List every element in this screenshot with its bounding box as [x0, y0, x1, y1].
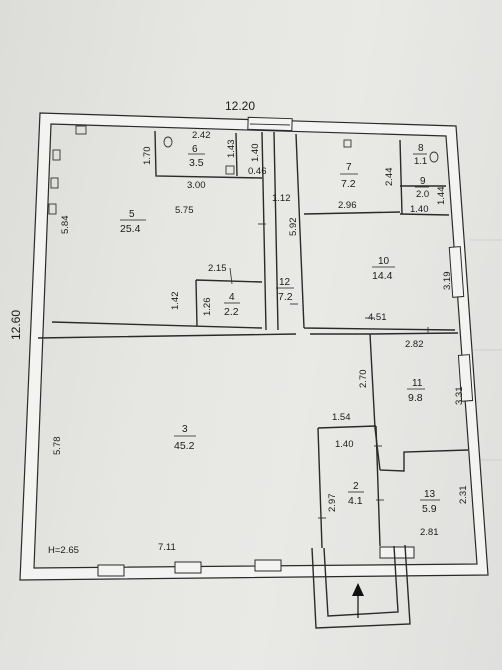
dim-1.26: 1.26 — [202, 298, 213, 317]
room-7-area: 7.2 — [341, 178, 356, 190]
entrance-arrow-icon — [352, 583, 364, 596]
dim-5.92: 5.92 — [288, 218, 299, 237]
window-top — [247, 116, 293, 132]
dim-1.43: 1.43 — [226, 140, 237, 159]
dim-5.75: 5.75 — [175, 205, 194, 216]
partition-wall — [303, 139, 450, 216]
room-3-number: 3 — [182, 424, 188, 435]
room-5-number: 5 — [129, 209, 135, 220]
dim-2.15: 2.15 — [208, 263, 227, 274]
dim-5.78: 5.78 — [52, 437, 63, 456]
room-9-area: 2.0 — [416, 189, 429, 200]
window-bottom-2 — [174, 561, 202, 574]
room-6-area: 3.5 — [189, 157, 204, 169]
room-3-area: 45.2 — [174, 440, 195, 452]
dim-1.12: 1.12 — [272, 193, 291, 204]
room-2-number: 2 — [353, 481, 359, 492]
dim-2.97: 2.97 — [327, 494, 338, 513]
room-9-number: 9 — [420, 176, 426, 187]
window-bottom-3 — [254, 559, 282, 572]
ceiling-height-label: H=2.65 — [48, 545, 79, 556]
door-tick — [229, 267, 233, 285]
window-bottom-4 — [379, 546, 415, 559]
dim-1.70: 1.70 — [142, 147, 153, 166]
dim-2.44: 2.44 — [384, 168, 395, 187]
exterior-wall — [19, 112, 489, 581]
dim-2.82: 2.82 — [405, 339, 424, 350]
room-11-number: 11 — [412, 378, 423, 389]
dim-0.46: 0.46 — [248, 166, 267, 177]
room-8-number: 8 — [418, 143, 424, 154]
overall-height-label: 12.60 — [9, 310, 23, 340]
room-4-number: 4 — [229, 292, 235, 303]
radiator-icon — [50, 177, 59, 189]
dim-2.70: 2.70 — [358, 370, 369, 389]
partition-wall — [37, 333, 370, 339]
partition-wall — [261, 131, 279, 331]
room-8-area: 1.1 — [414, 156, 427, 167]
toilet-icon — [429, 151, 439, 163]
dim-3.19: 3.19 — [442, 272, 453, 291]
dim-2.31: 2.31 — [458, 486, 469, 505]
room-7-number: 7 — [346, 162, 352, 173]
partition-wall — [195, 279, 263, 327]
porch-wall — [311, 544, 411, 629]
dim-2.42: 2.42 — [192, 130, 211, 141]
dim-2.96: 2.96 — [338, 200, 357, 211]
dim-3.00: 3.00 — [187, 180, 206, 191]
dim-1.54: 1.54 — [332, 412, 351, 423]
dim-7.11: 7.11 — [158, 542, 176, 553]
window-right-2 — [457, 354, 474, 402]
window-right-1 — [448, 246, 465, 298]
fixture-icon — [343, 139, 352, 148]
room-10-number: 10 — [378, 256, 390, 267]
dim-2.81: 2.81 — [420, 527, 439, 538]
partition-wall — [51, 130, 263, 329]
dim-4.51: 4.51 — [368, 312, 387, 323]
room-12-area: 7.2 — [278, 291, 293, 303]
room-10-area: 14.4 — [372, 270, 393, 282]
dim-1.44: 1.44 — [436, 187, 447, 206]
overall-width-label: 12.20 — [225, 99, 255, 113]
window-bottom-1 — [97, 564, 125, 577]
room-12-number: 12 — [279, 277, 291, 288]
room-6-number: 6 — [192, 144, 198, 155]
room-13-number: 13 — [424, 489, 436, 500]
dim-1.42: 1.42 — [170, 292, 181, 311]
room-4-area: 2.2 — [224, 306, 239, 318]
room-11-area: 9.8 — [408, 392, 423, 404]
partition-wall — [369, 332, 469, 472]
dim-3.31: 3.31 — [454, 387, 465, 406]
radiator-icon — [48, 203, 57, 215]
fixture-icon — [75, 125, 87, 135]
fixture-icon — [225, 165, 235, 175]
window-top-pane — [249, 123, 291, 126]
room-13-area: 5.9 — [422, 503, 437, 515]
room-5-area: 25.4 — [120, 223, 141, 235]
partition-wall — [295, 133, 456, 331]
dim-1.40a: 1.40 — [250, 144, 261, 163]
dim-1.40b: 1.40 — [410, 204, 429, 215]
room-2-area: 4.1 — [348, 495, 363, 507]
dim-1.40c: 1.40 — [335, 439, 354, 450]
dim-5.84: 5.84 — [60, 216, 71, 235]
toilet-icon — [163, 136, 173, 148]
radiator-icon — [52, 149, 61, 161]
